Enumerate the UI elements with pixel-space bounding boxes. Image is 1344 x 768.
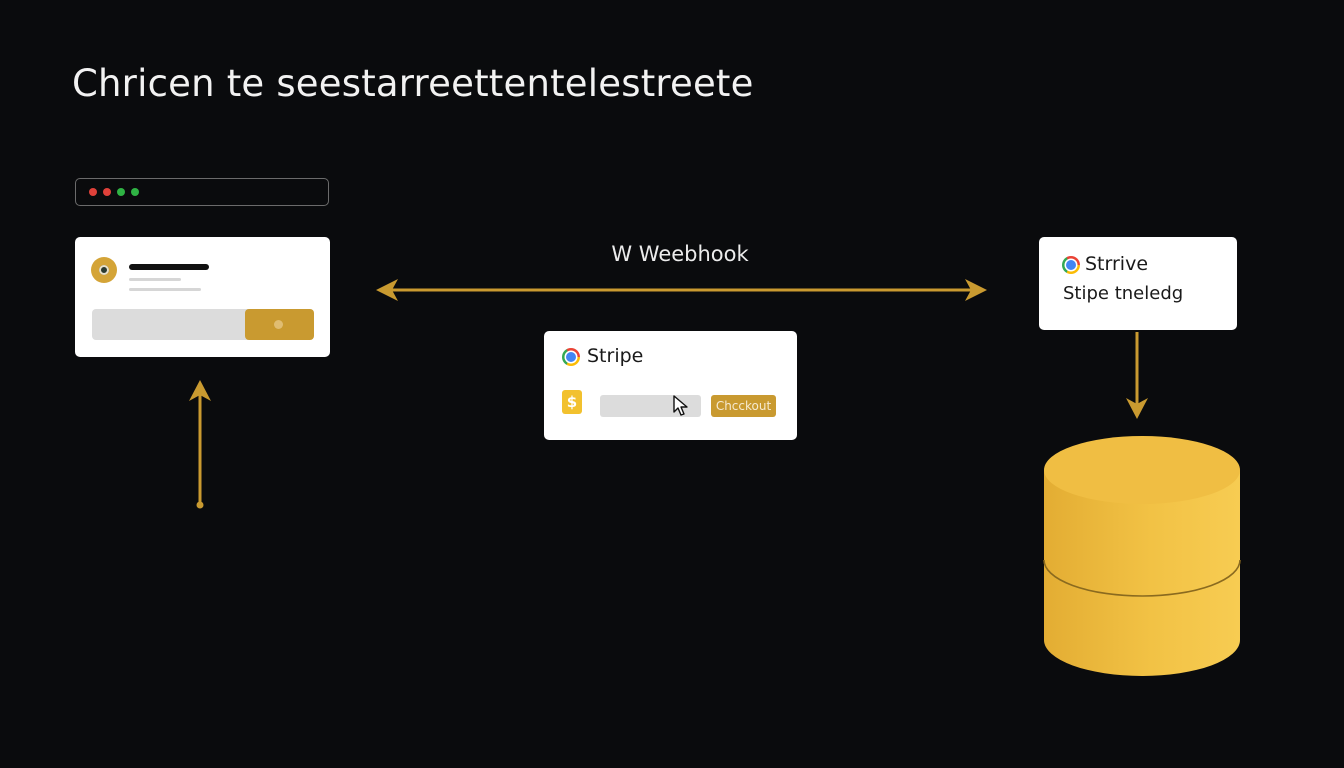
placeholder-heading-line: [129, 264, 209, 270]
button-glyph-icon: [274, 320, 283, 329]
webhook-double-arrow: [376, 279, 987, 301]
app-card: [75, 237, 330, 357]
window-close-dot: [89, 188, 97, 196]
page-title: Chricen te seestarreettentelestreete: [72, 62, 754, 105]
backend-card-title: Strrive: [1085, 253, 1149, 275]
downward-arrow: [1126, 332, 1148, 419]
cursor-icon: [673, 395, 688, 416]
webhook-label: W Weebhook: [611, 242, 749, 266]
money-icon: $: [562, 390, 582, 414]
checkout-button[interactable]: Chcckout: [711, 395, 776, 417]
backend-card: Strrive Stipe tneledg: [1039, 237, 1237, 330]
window-maximize-dot: [117, 188, 125, 196]
chrome-icon: [1062, 256, 1080, 274]
window-extra-dot: [131, 188, 139, 196]
app-submit-button[interactable]: [245, 309, 314, 340]
avatar: [91, 257, 117, 283]
upward-arrow: [189, 380, 211, 509]
browser-window-bar: [75, 178, 329, 206]
backend-card-text: Stipe tneledg: [1063, 283, 1184, 304]
database-icon: [1043, 436, 1241, 676]
chrome-icon: [562, 348, 580, 366]
placeholder-text-line: [129, 288, 201, 291]
window-minimize-dot: [103, 188, 111, 196]
app-input-field[interactable]: [92, 309, 252, 340]
checkout-card-title: Stripe: [587, 345, 644, 367]
placeholder-text-line: [129, 278, 181, 281]
stripe-checkout-card: Stripe $ Chcckout: [544, 331, 797, 440]
